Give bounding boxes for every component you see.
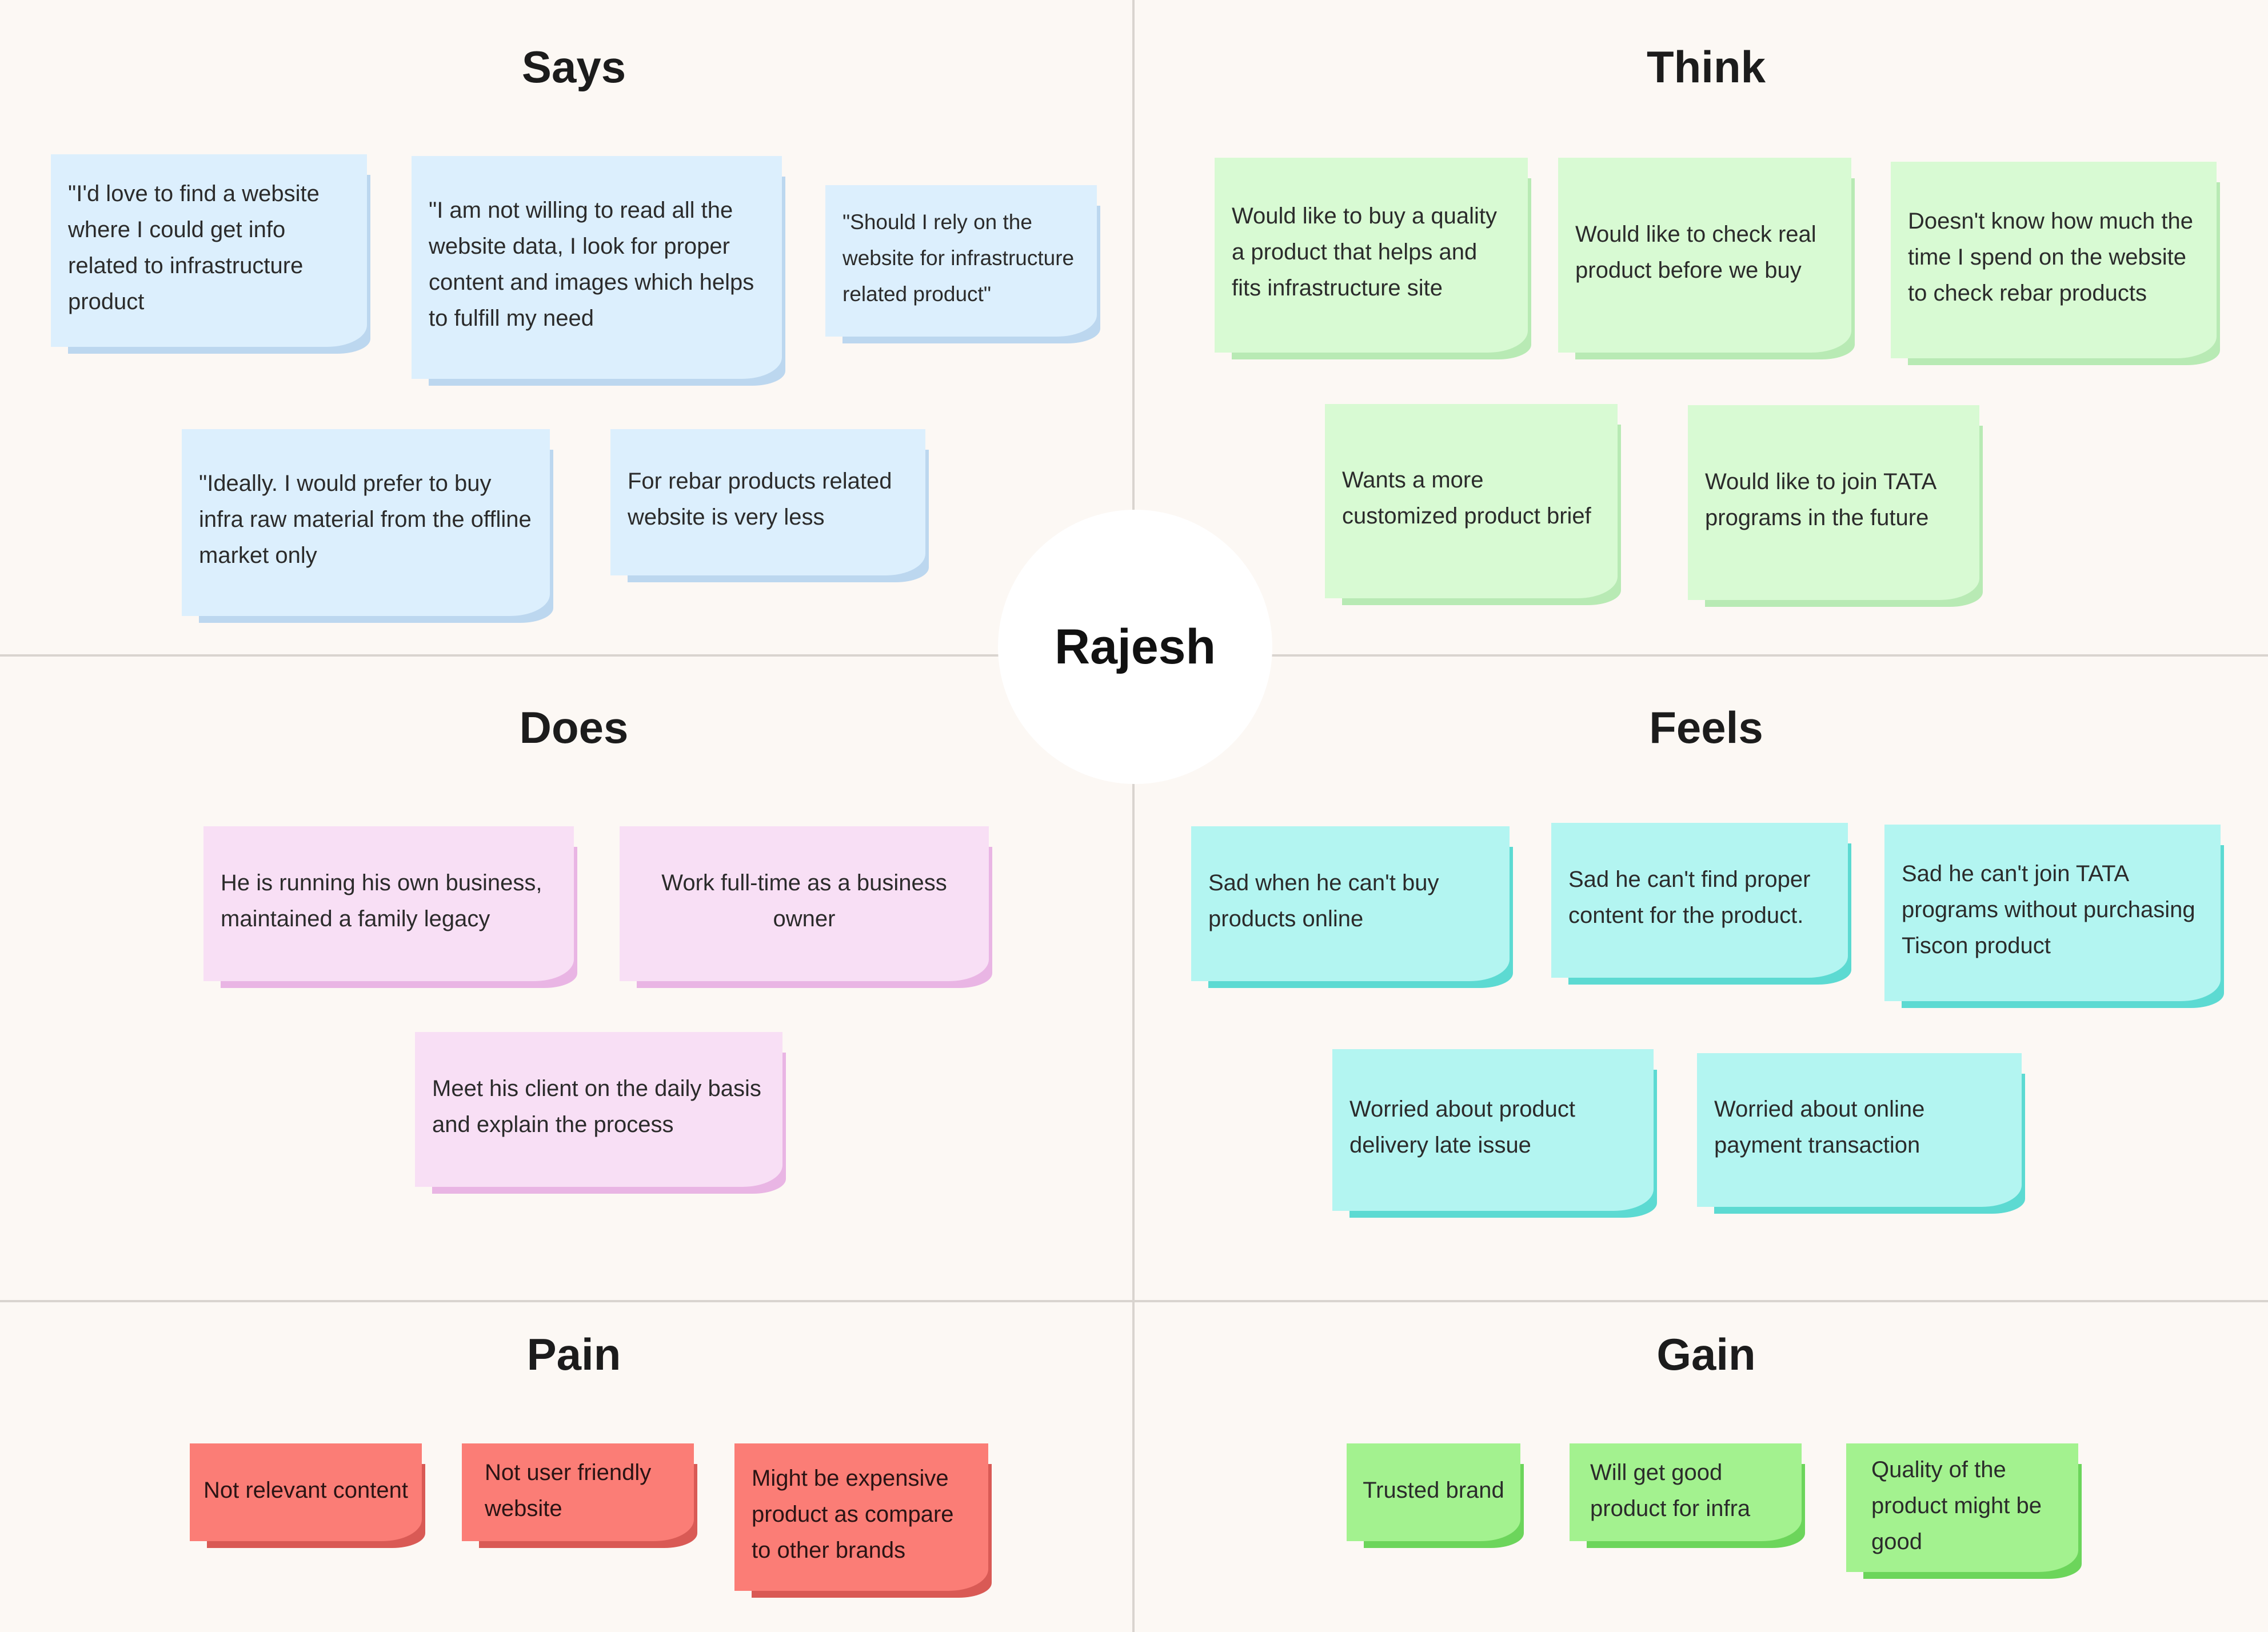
sticky-note-think-4[interactable]: Wants a more customized product brief [1325,404,1618,598]
vertical-divider [1132,0,1135,1632]
sticky-note-does-2[interactable]: Work full-time as a business owner [620,826,989,981]
section-title-pain: Pain [526,1329,621,1379]
sticky-note-says-1[interactable]: "I'd love to find a website where I coul… [51,154,367,347]
section-title-think: Think [1647,42,1766,92]
sticky-note-pain-2[interactable]: Not user friendly website [462,1443,694,1541]
sticky-note-gain-1[interactable]: Trusted brand [1347,1443,1520,1541]
sticky-note-does-1[interactable]: He is running his own business, maintain… [203,826,574,981]
sticky-note-says-5[interactable]: For rebar products related website is ve… [610,429,925,575]
sticky-note-says-3[interactable]: "Should I rely on the website for infras… [825,185,1097,337]
sticky-note-feels-3[interactable]: Sad he can't join TATA programs without … [1884,825,2221,1001]
sticky-note-think-3[interactable]: Doesn't know how much the time I spend o… [1891,162,2217,358]
section-title-feels: Feels [1649,702,1763,753]
sticky-note-feels-1[interactable]: Sad when he can't buy products online [1191,826,1510,981]
section-title-does: Does [519,702,629,753]
sticky-note-does-3[interactable]: Meet his client on the daily basis and e… [415,1032,782,1187]
sticky-note-feels-4[interactable]: Worried about product delivery late issu… [1332,1049,1654,1211]
sticky-note-think-1[interactable]: Would like to buy a quality a product th… [1215,158,1528,353]
sticky-note-feels-5[interactable]: Worried about online payment transaction [1697,1053,2022,1207]
section-title-gain: Gain [1656,1329,1756,1379]
sticky-note-think-5[interactable]: Would like to join TATA programs in the … [1688,405,1979,600]
sticky-note-says-2[interactable]: "I am not willing to read all the websit… [412,156,782,379]
sticky-note-gain-2[interactable]: Will get good product for infra [1570,1443,1802,1541]
sticky-note-think-2[interactable]: Would like to check real product before … [1558,158,1851,353]
sticky-note-says-4[interactable]: "Ideally. I would prefer to buy infra ra… [182,429,550,616]
horizontal-divider-bottom [0,1300,2268,1302]
sticky-note-pain-1[interactable]: Not relevant content [190,1443,422,1541]
sticky-note-feels-2[interactable]: Sad he can't find proper content for the… [1551,823,1848,978]
sticky-note-gain-3[interactable]: Quality of the product might be good [1846,1443,2078,1572]
persona-circle: Rajesh [998,510,1272,784]
persona-name: Rajesh [1054,619,1216,674]
section-title-says: Says [521,42,626,92]
sticky-note-pain-3[interactable]: Might be expensive product as compare to… [734,1443,988,1591]
